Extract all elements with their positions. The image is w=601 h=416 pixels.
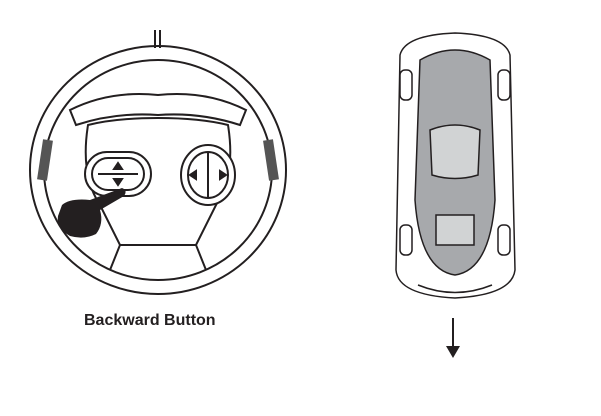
remote-controller	[29, 30, 287, 295]
grip-ridges	[37, 139, 279, 181]
rear-window	[435, 214, 475, 246]
rear-right-wheel	[497, 224, 511, 256]
front-right-wheel	[497, 69, 511, 101]
wheel-bottom-spoke	[109, 244, 207, 271]
wheel-outer-ring	[29, 45, 287, 295]
windshield	[429, 124, 481, 180]
backward-arrow-icon	[446, 318, 460, 358]
toy-car-top-view	[395, 32, 516, 299]
rear-bumper	[417, 284, 493, 294]
direction-arrows-icon	[112, 161, 124, 187]
wheel-top-spoke	[68, 93, 248, 127]
caption-backward-button: Backward Button	[84, 312, 216, 329]
rear-left-wheel	[399, 224, 413, 256]
front-left-wheel	[399, 69, 413, 101]
left-right-arrows-icon	[188, 169, 228, 181]
hand-pointer-icon	[57, 188, 126, 238]
